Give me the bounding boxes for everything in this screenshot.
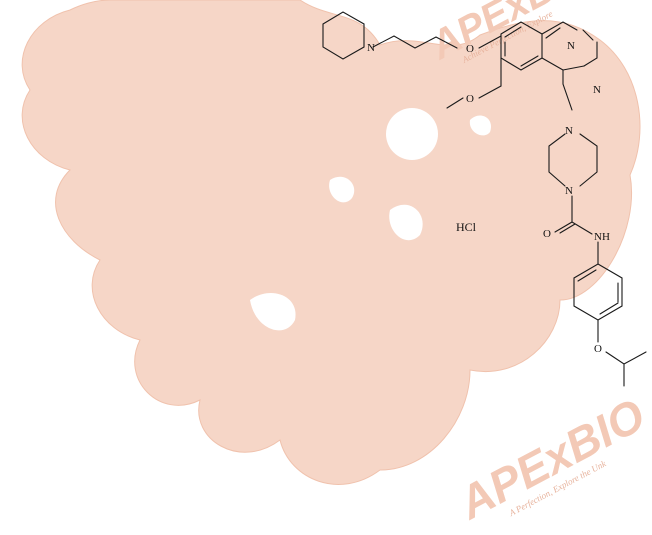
c4-n-bond [562,69,573,111]
atom-piperazine-n1: N [565,125,573,137]
pyrimidine-inner-bonds [545,27,594,71]
piperidine-ring [322,11,365,60]
isopropyl-group [605,351,647,387]
atom-ether-o7: O [466,43,474,55]
salt-label: HCl [456,220,477,234]
ether-bond-6 [478,57,502,99]
phenyl-ring [573,263,623,321]
atom-piperazine-n4: N [565,185,573,197]
quinazoline-pyrimidine-ring [541,21,598,71]
quinazoline-benzo-ring [500,21,543,71]
blob-hole [386,108,438,160]
atom-carbonyl-o: O [543,228,551,240]
phenyl-double-bonds [577,269,619,315]
propyl-chain [372,35,458,49]
atom-amide-nh: NH [594,231,610,243]
piperazine-ring [548,133,598,187]
benzo-double-bonds [504,26,539,67]
blob-hole [389,204,423,241]
atom-quin-n1: N [567,40,575,52]
blob-hole [329,176,355,203]
atom-quin-n3: N [593,84,601,96]
methoxy-methyl [446,97,464,109]
atom-piperidine-n: N [367,42,375,54]
atom-aryl-o: O [594,343,602,355]
blob-hole [250,292,296,331]
atom-ether-o6: O [466,93,474,105]
blob-hole [469,115,491,136]
urea-bond [554,195,593,235]
ether-bond-7 [478,35,502,49]
